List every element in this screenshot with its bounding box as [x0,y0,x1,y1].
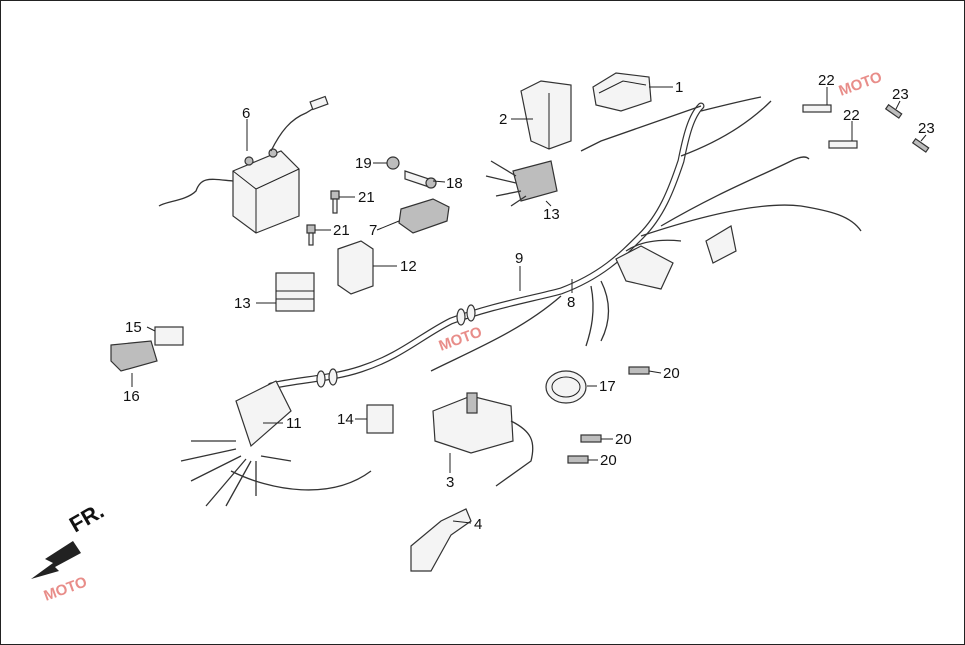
callout-20b: 20 [615,431,632,448]
callout-21b: 21 [333,222,350,239]
part-22-fuse-b [828,140,858,149]
callout-12: 12 [400,258,417,275]
callout-22b: 22 [843,107,860,124]
part-21-screw-b [306,224,316,246]
part-16-switch [110,340,158,372]
watermark-top-right: MOTO [837,68,885,99]
part-7-regulator [398,198,450,234]
callout-13b: 13 [234,295,251,312]
part-20-bolt-c [567,455,589,464]
callouts: 1 2 3 4 6 7 8 9 11 12 13 13 14 15 16 17 … [123,72,935,533]
part-23-fuse-a [884,103,903,119]
part-14-relay-cube [366,404,394,434]
part-12-relay [337,240,374,295]
watermark-bottom-left: MOTO [42,573,90,604]
callout-8: 8 [567,294,575,311]
front-direction-indicator: FR. [31,498,108,579]
part-20-bolt-a [628,366,650,375]
flasher-unit [615,245,674,290]
connector-right [705,225,737,264]
callout-22a: 22 [818,72,835,89]
part-23-fuse-b [911,137,930,153]
callout-2: 2 [499,111,507,128]
callout-4: 4 [474,516,482,533]
callout-6: 6 [242,105,250,122]
part-19-nut [386,156,400,170]
part-11-wire-junction [180,380,292,507]
part-1-fuse-box-cover [592,72,652,112]
callout-1: 1 [675,79,683,96]
part-2-control-unit [520,80,572,150]
part-17-clamp [545,370,587,404]
callout-11: 11 [286,415,302,432]
callout-9: 9 [515,250,523,267]
callout-15: 15 [125,319,142,336]
part-13-connector-upper [485,160,558,207]
callout-20c: 20 [600,452,617,469]
part-22-fuse-a [802,104,832,113]
callout-23a: 23 [892,86,909,103]
callout-3: 3 [446,474,454,491]
part-13-block-lower [275,272,315,312]
part-4-spark-plug-cap [410,508,472,572]
front-arrow-icon [31,541,81,579]
callout-17: 17 [599,378,616,395]
callout-14: 14 [337,411,354,428]
main-harness [230,96,862,491]
callout-19: 19 [355,155,372,172]
part-21-screw-a [330,190,340,214]
part-3-ignition-coil [432,392,534,487]
callout-18: 18 [446,175,463,192]
callout-16: 16 [123,388,140,405]
leader-lines [131,86,927,524]
part-15-small-relay [154,326,184,346]
part-20-bolt-b [580,434,602,443]
part-18-bolt [404,170,437,189]
callout-20a: 20 [663,365,680,382]
callout-21a: 21 [358,189,375,206]
callout-23b: 23 [918,120,935,137]
callout-13a: 13 [543,206,560,223]
callout-7: 7 [369,222,377,239]
front-label: FR. [65,498,108,537]
part-6-battery [158,95,329,234]
